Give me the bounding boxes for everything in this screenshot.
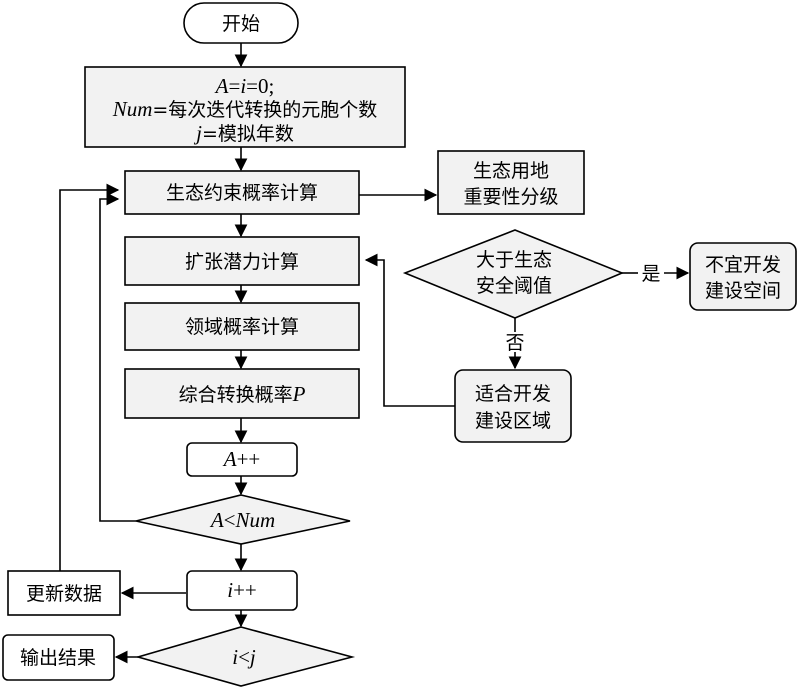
output-label: 输出结果	[20, 647, 96, 669]
neighborhood-box	[124, 302, 360, 351]
threshold-line1: 大于生态	[476, 249, 552, 271]
icond-label: i<j	[232, 645, 256, 669]
threshold-diamond	[402, 229, 625, 319]
output-box	[2, 634, 115, 681]
aplus-var: A	[222, 447, 237, 471]
icond-op: <	[238, 645, 250, 669]
neighborhood-label: 领域概率计算	[185, 316, 299, 338]
expansion-label: 扩张潜力计算	[185, 251, 299, 273]
combined-box	[124, 368, 360, 419]
init-var-a: A	[214, 74, 229, 98]
init-line1: A=i=0;	[214, 74, 275, 98]
not-suitable-line2: 建设空间	[705, 280, 781, 302]
no-label: 否	[505, 332, 524, 354]
eco-land-line2: 重要性分级	[463, 186, 558, 208]
start-terminal	[183, 2, 299, 44]
suitable-box	[454, 369, 572, 443]
iplus-var: i	[227, 578, 233, 602]
acond-label: A<Num	[209, 508, 275, 532]
edge-update-loop	[59, 183, 120, 571]
icond-var2: j	[247, 645, 256, 669]
suitable-line2: 建设区域	[475, 410, 551, 432]
acond-var1: A	[209, 508, 224, 532]
aplus-label: A++	[222, 447, 261, 471]
init-eq: =	[228, 74, 240, 98]
aplus-op: ++	[237, 447, 261, 471]
icond-var1: i	[232, 645, 238, 669]
combined-var: P	[292, 382, 306, 406]
acond-diamond	[135, 494, 351, 545]
not-suitable-box	[689, 242, 797, 311]
icond-diamond	[135, 626, 356, 687]
expansion-box	[124, 236, 360, 286]
edge-acond-loop	[99, 192, 136, 522]
yes-label: 是	[641, 263, 660, 285]
acond-var2: Num	[234, 508, 275, 532]
not-suitable-line1: 不宜开发	[705, 254, 781, 276]
update-label: 更新数据	[26, 583, 102, 605]
init-var-i: i	[240, 74, 246, 98]
threshold-line2: 安全阈值	[476, 275, 552, 297]
eco-constraint-label: 生态约束概率计算	[166, 182, 318, 204]
iplus-op: ++	[233, 578, 257, 602]
start-label: 开始	[222, 13, 260, 35]
init-rest2: =每次迭代转换的元胞个数	[152, 99, 377, 121]
combined-label: 综合转换概率P	[179, 382, 306, 406]
eco-land-line1: 生态用地	[473, 160, 549, 182]
eco-constraint-box	[124, 170, 360, 215]
iplus-label: i++	[227, 578, 257, 602]
suitable-line1: 适合开发	[475, 383, 551, 405]
init-rest1: =0;	[246, 74, 274, 98]
eco-land-box	[437, 150, 585, 215]
iplus-box	[186, 570, 298, 611]
init-var-num: Num	[112, 97, 153, 121]
init-var-j: j	[193, 121, 202, 145]
init-rest3: =模拟年数	[202, 123, 294, 145]
edge-suitable-expansion	[364, 253, 455, 407]
aplus-box	[186, 442, 298, 477]
init-line2: Num=每次迭代转换的元胞个数	[112, 97, 378, 121]
init-line3: j=模拟年数	[193, 121, 294, 145]
update-box	[7, 570, 121, 616]
init-box	[84, 66, 406, 148]
combined-text: 综合转换概率	[179, 384, 293, 406]
acond-op: <	[224, 508, 236, 532]
